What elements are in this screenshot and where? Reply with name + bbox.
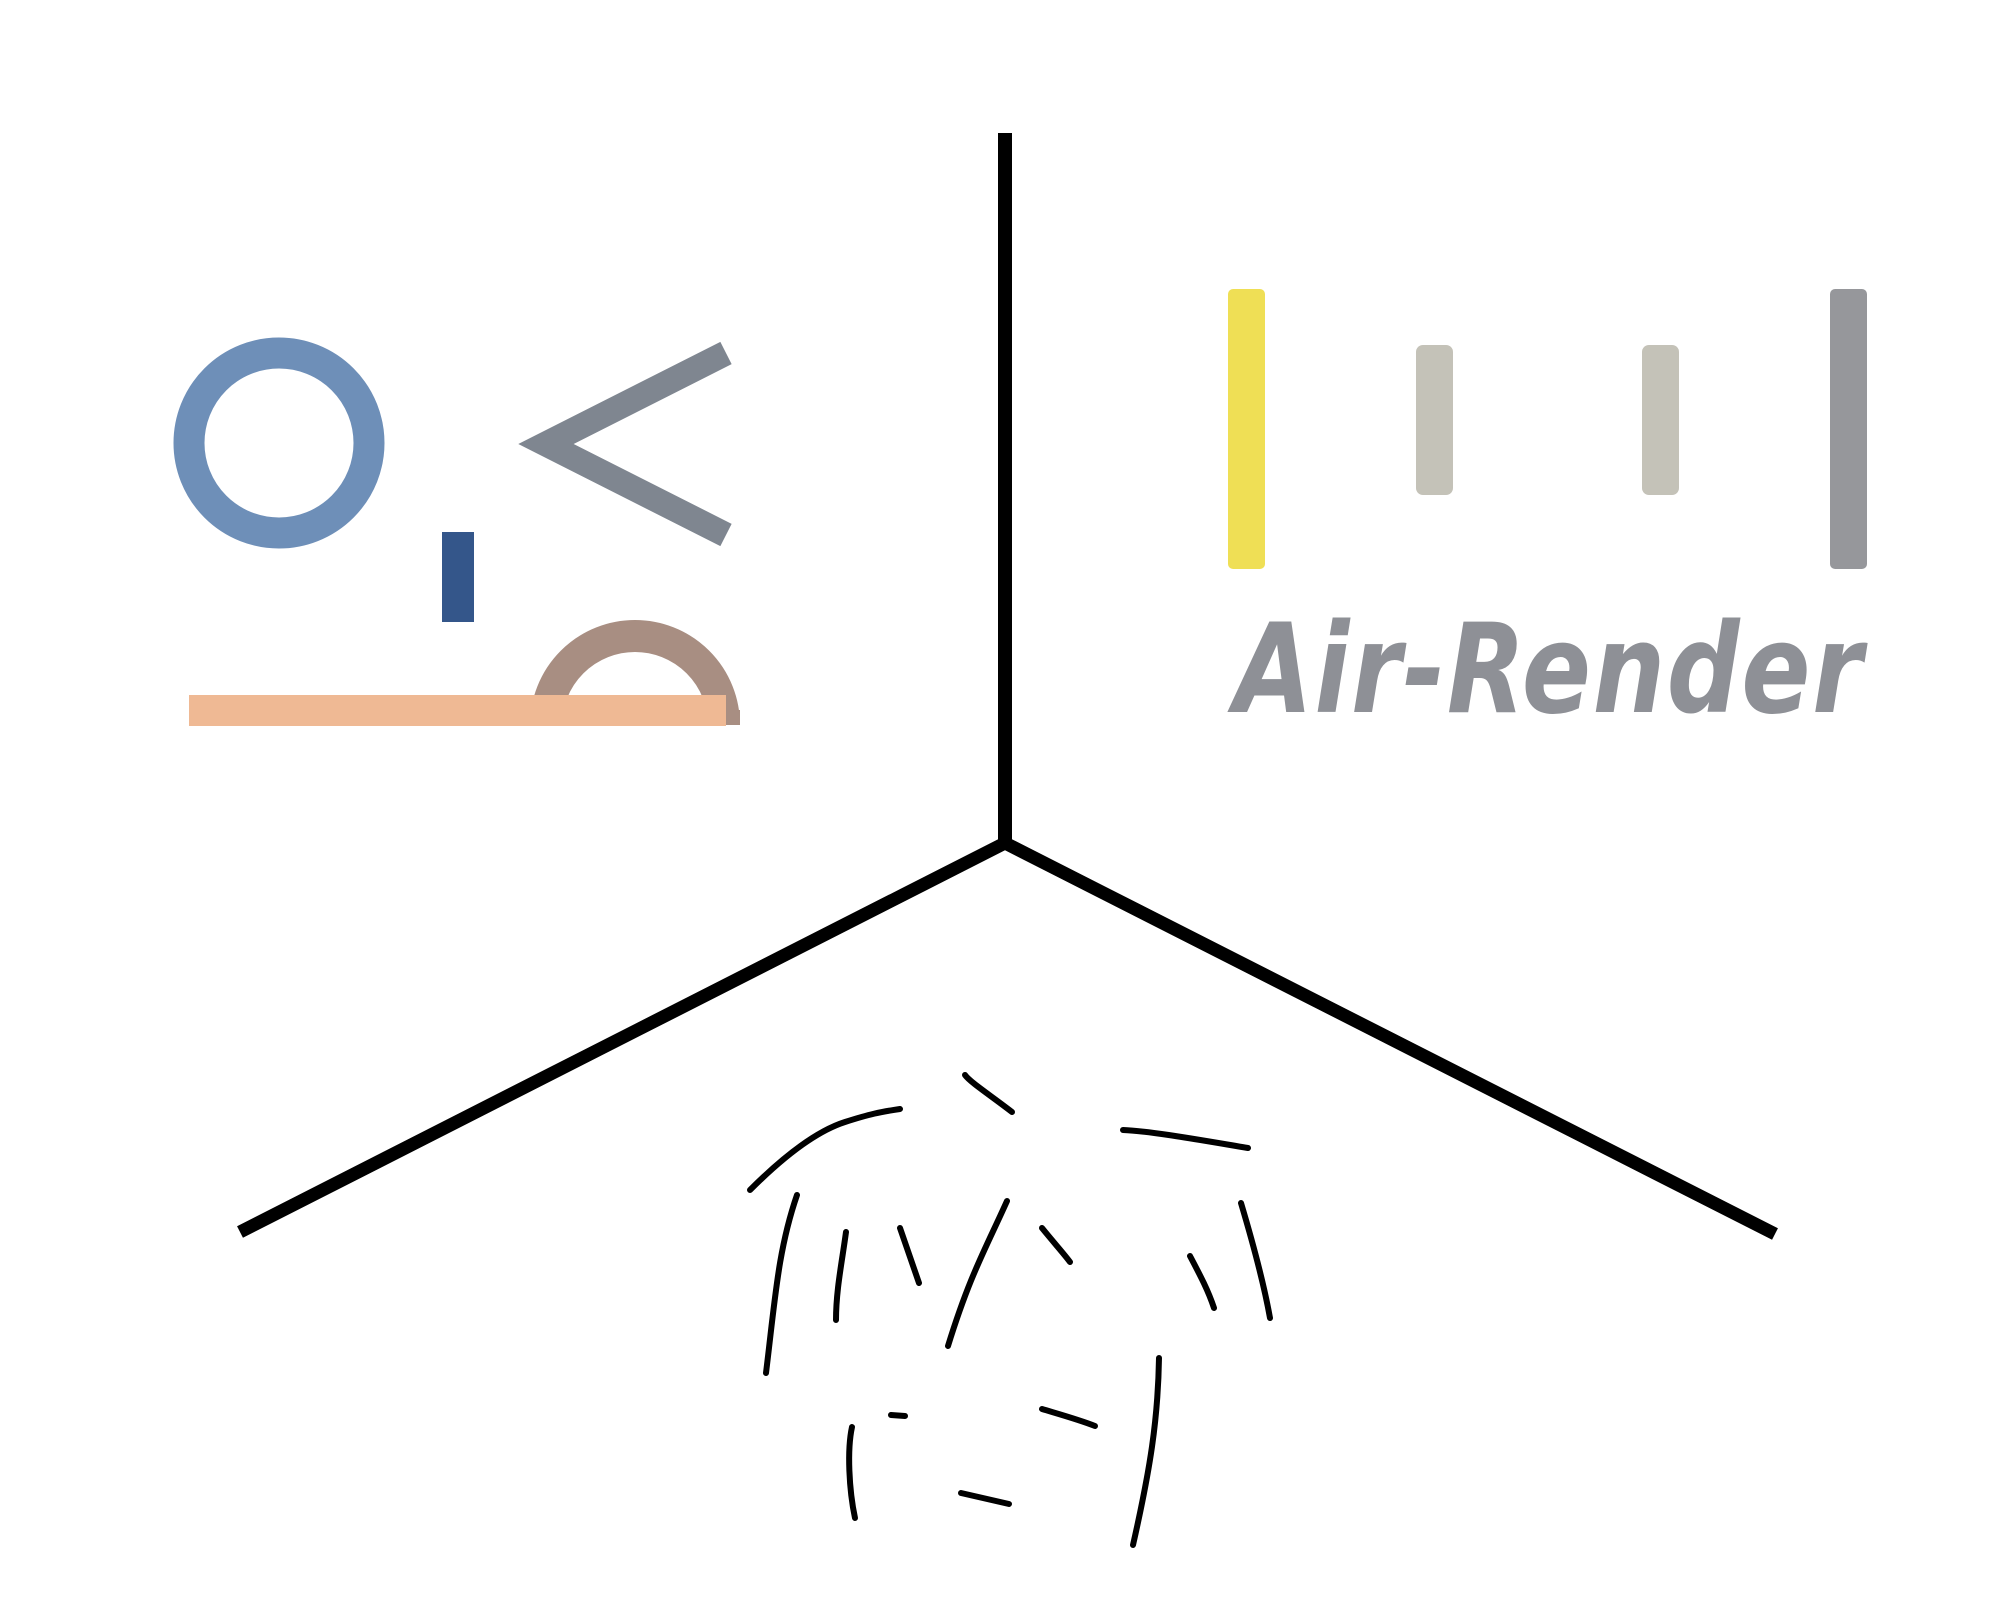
sketch-stroke [888, 1412, 908, 1419]
divider-left [237, 837, 1008, 1238]
arch-shape [530, 620, 740, 726]
sketch-stroke [897, 1225, 922, 1286]
logo-bar-gray-2 [1642, 345, 1679, 495]
sketch-stroke [833, 1229, 849, 1323]
sketch-stroke [1120, 1127, 1251, 1151]
logo-bar-gray-1 [1416, 345, 1453, 495]
ring-shape [173, 337, 385, 549]
divider-lines [237, 133, 1778, 1240]
sketch-stroke [1238, 1200, 1273, 1321]
sketch-stroke [1187, 1253, 1217, 1311]
small-bar-shape [442, 532, 474, 622]
logo-bar-yellow [1228, 289, 1265, 569]
geometric-face [173, 337, 740, 726]
hand-sketch [747, 1072, 1273, 1548]
logo-wordmark: Air-Render [1227, 598, 1868, 742]
sketch-stroke [1039, 1225, 1073, 1265]
sketch-stroke [846, 1424, 858, 1521]
sketch-stroke [958, 1490, 1012, 1507]
sketch-stroke [1130, 1355, 1162, 1548]
logo-bar-dark [1830, 289, 1867, 569]
base-bar-shape [189, 695, 726, 726]
divider-right [1002, 837, 1778, 1240]
chevron-shape [518, 341, 732, 547]
sketch-stroke [747, 1106, 903, 1193]
sketch-stroke [945, 1198, 1010, 1349]
sketch-stroke [962, 1072, 1015, 1115]
sketch-stroke [1039, 1406, 1098, 1429]
air-render-logo: Air-Render [1227, 289, 1868, 742]
sketch-stroke [763, 1192, 800, 1376]
